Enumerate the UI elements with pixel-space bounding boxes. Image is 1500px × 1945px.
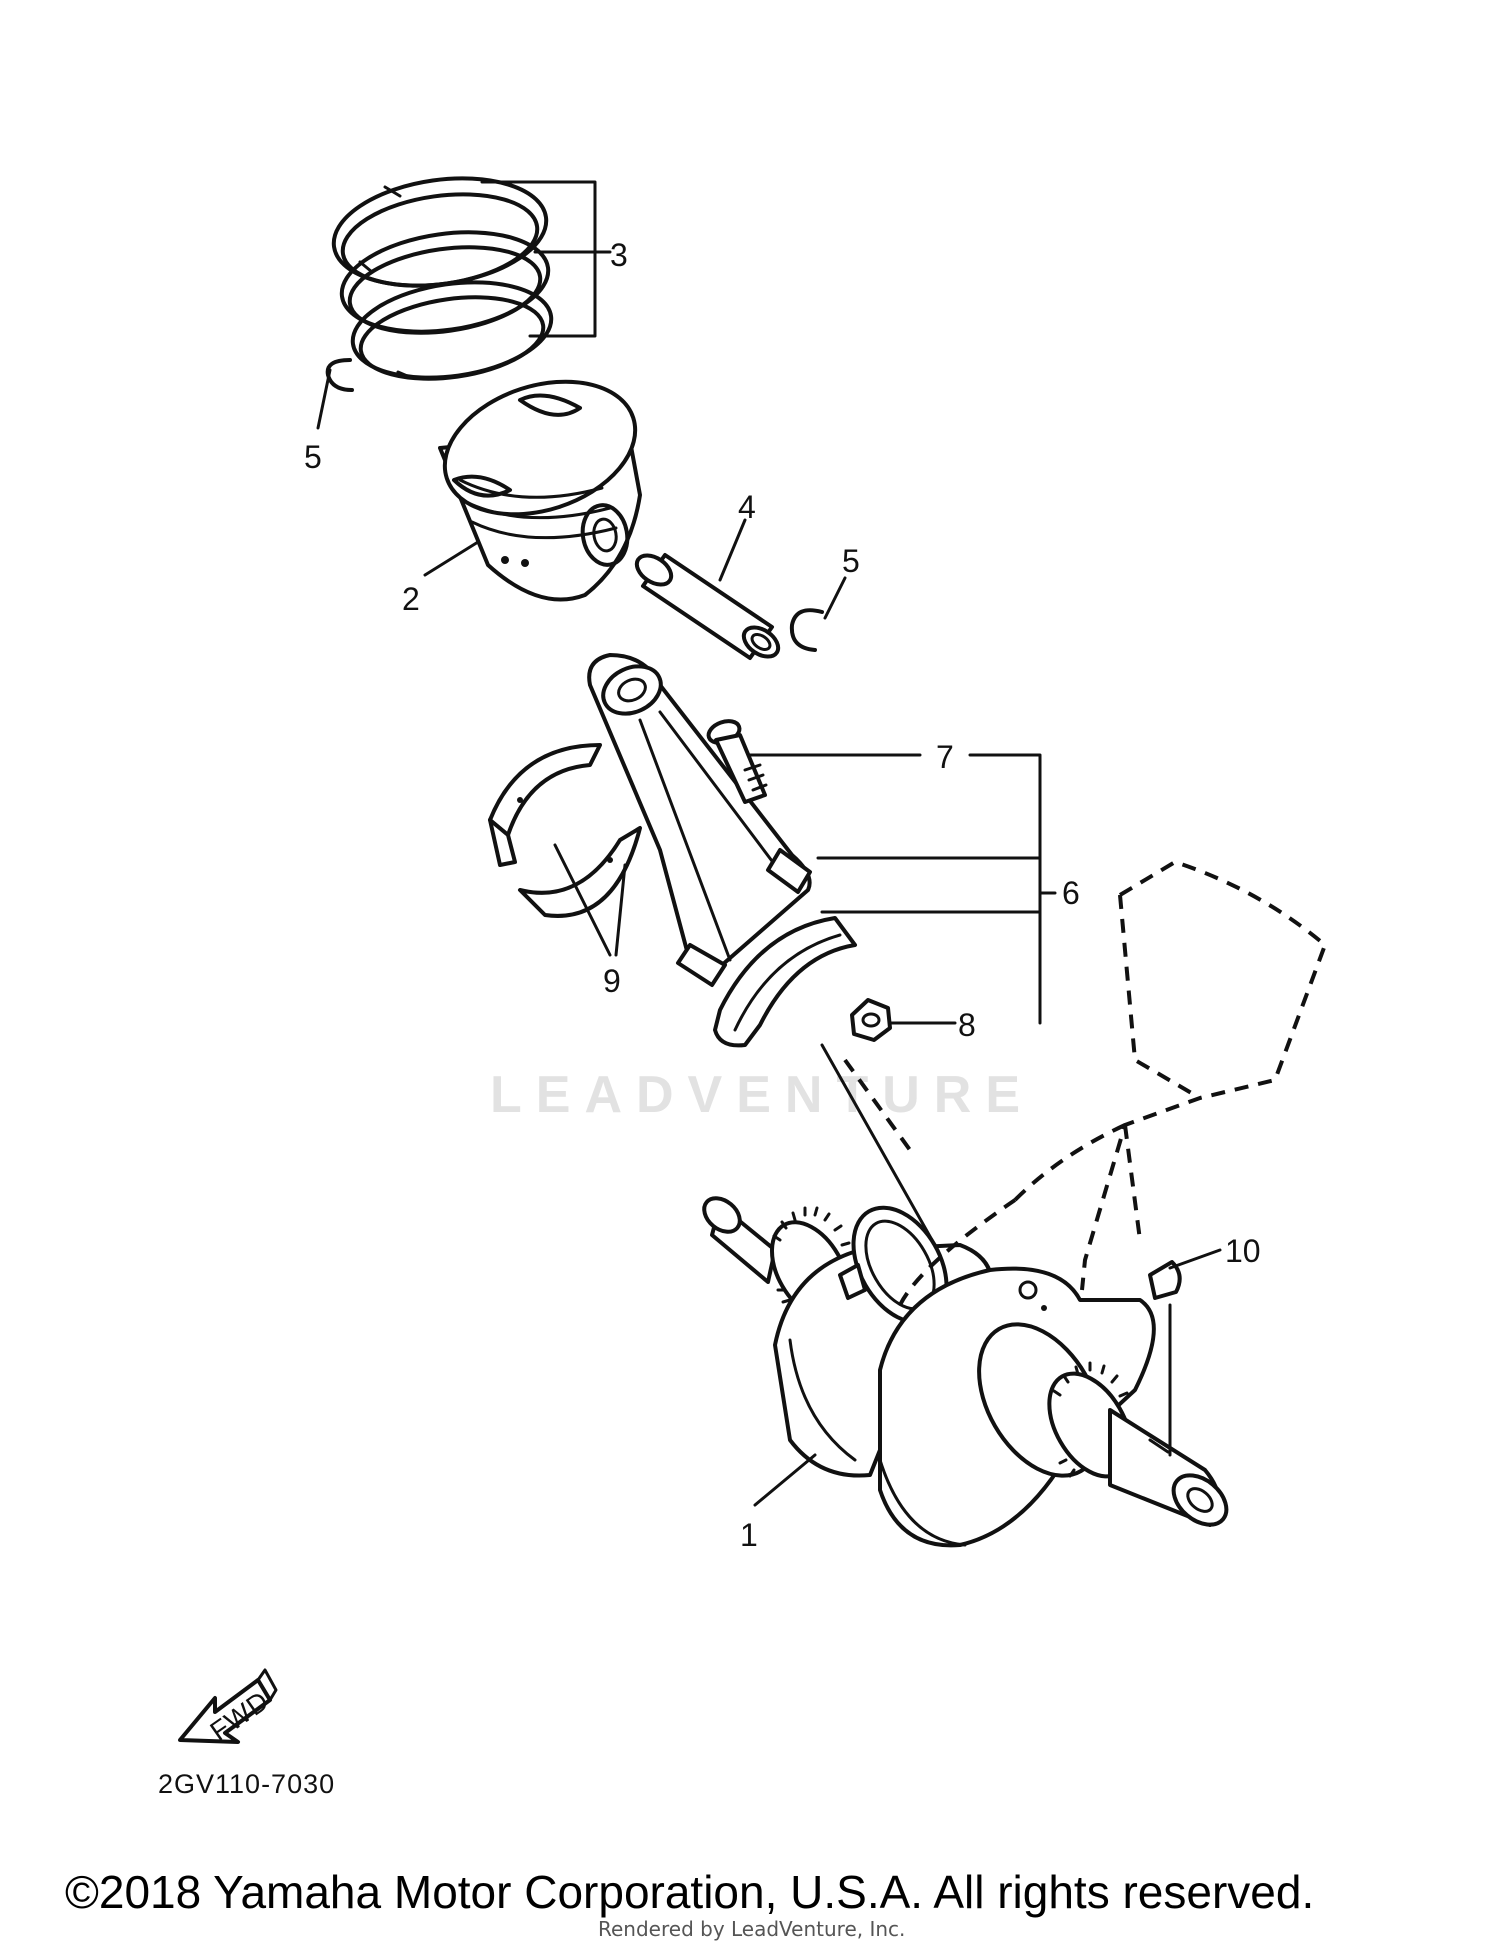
- diagram-code: 2GV110-7030: [158, 1769, 335, 1799]
- copyright-notice: ©2018 Yamaha Motor Corporation, U.S.A. A…: [65, 1866, 1314, 1918]
- callout-4: 4: [738, 489, 756, 525]
- circlip-left[interactable]: [325, 358, 354, 392]
- woodruff-key[interactable]: [1148, 1260, 1182, 1300]
- render-credit: Rendered by LeadVenture, Inc.: [598, 1917, 905, 1941]
- circlip-right[interactable]: [789, 608, 824, 652]
- connecting-rod[interactable]: [587, 653, 812, 987]
- rod-cap[interactable]: [713, 916, 857, 1048]
- bearings[interactable]: [488, 743, 642, 918]
- callout-6: 6: [1062, 875, 1080, 911]
- fwd-arrow-icon: FWD: [178, 1668, 278, 1747]
- watermark: LEADVENTURE: [490, 1066, 1034, 1124]
- leader-lines: [316, 180, 1222, 1507]
- callout-1: 1: [740, 1517, 758, 1553]
- piston-rings[interactable]: [327, 166, 558, 390]
- callout-5-right: 5: [842, 543, 860, 579]
- rod-bolt[interactable]: [706, 717, 768, 804]
- crankshaft[interactable]: [698, 1191, 1236, 1548]
- callout-10: 10: [1225, 1233, 1261, 1269]
- callout-9: 9: [603, 963, 621, 999]
- rod-nut[interactable]: [850, 998, 892, 1042]
- callout-2: 2: [402, 581, 420, 617]
- callout-3: 3: [610, 237, 628, 273]
- piston-pin[interactable]: [632, 549, 784, 662]
- callout-7: 7: [936, 739, 954, 775]
- phantom-assembly: [843, 860, 1327, 1306]
- piston[interactable]: [428, 359, 653, 602]
- callout-5-left: 5: [304, 439, 322, 475]
- callout-8: 8: [958, 1007, 976, 1043]
